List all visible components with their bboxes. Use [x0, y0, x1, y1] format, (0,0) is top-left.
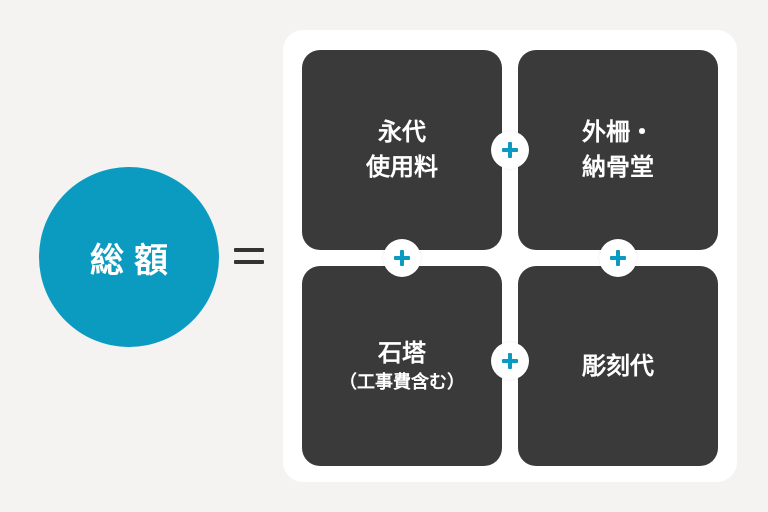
- tile-label-line: 外柵・: [582, 118, 654, 147]
- plus-icon: [491, 131, 529, 169]
- tile-label-line: 彫刻代: [582, 351, 654, 380]
- tile-label-line: 使用料: [366, 153, 438, 181]
- tile-label-line: 納骨堂: [582, 153, 654, 181]
- tile-label-line: 石塔: [378, 338, 426, 367]
- tile-sublabel: （工事費含む）: [339, 372, 465, 394]
- plus-icon: [383, 239, 421, 277]
- equals-sign: [234, 244, 264, 268]
- component-tile-fence-ossuary: 外柵・ 納骨堂: [518, 50, 718, 250]
- component-tile-engraving-fee: 彫刻代: [518, 266, 718, 466]
- plus-icon: [599, 239, 637, 277]
- total-circle: 総額: [39, 167, 219, 347]
- component-tile-gravestone: 石塔 （工事費含む）: [302, 266, 502, 466]
- plus-icon: [491, 342, 529, 380]
- tile-label-line: 永代: [378, 118, 426, 147]
- total-label: 総額: [90, 240, 178, 281]
- component-tile-perpetual-usage-fee: 永代 使用料: [302, 50, 502, 250]
